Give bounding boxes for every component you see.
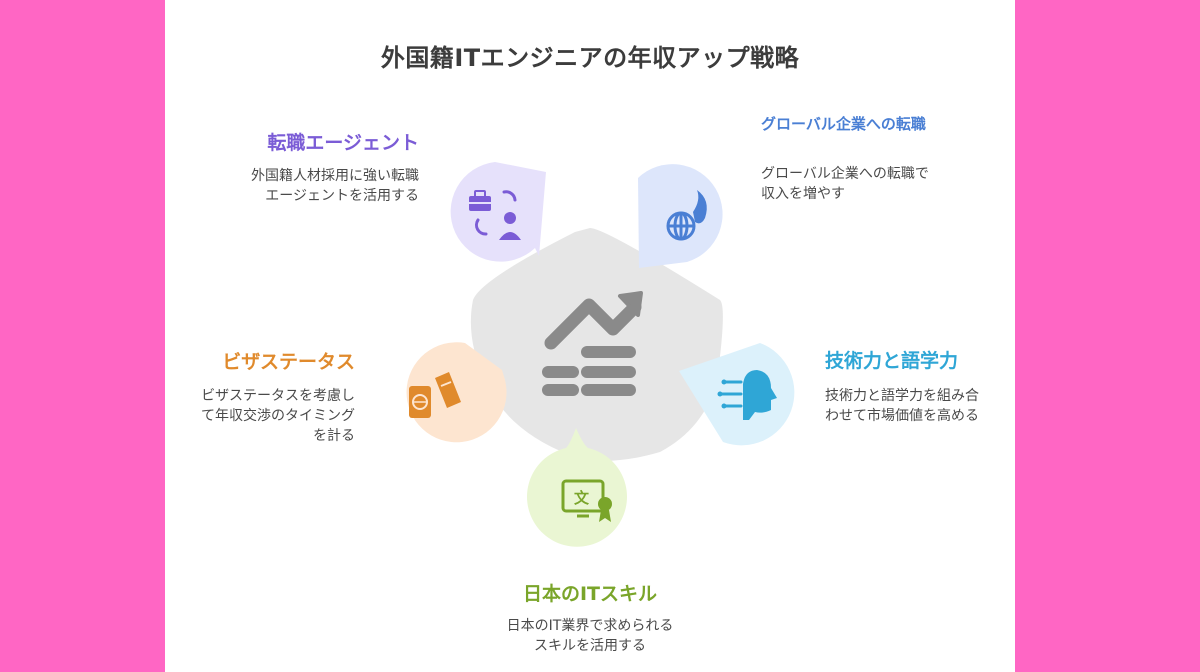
global-description: グローバル企業への転職で収入を増やす	[761, 166, 929, 202]
skill-heading: 日本のITスキル	[522, 583, 658, 605]
diagram-graphic: 文	[406, 162, 795, 547]
skill-description: 日本のIT業界で求められるスキルを活用する	[506, 618, 674, 654]
center-pentagon	[470, 228, 723, 461]
tech-description: 技術力と語学力を組み合わせて市場価値を高める	[825, 388, 979, 424]
briefcase-agent-icon	[468, 190, 521, 240]
agent-description: 外国籍人材採用に強い転職エージェントを活用する	[251, 168, 419, 204]
visa-description: ビザステータスを考慮して年収交渉のタイミングを計る	[201, 388, 355, 444]
agent-heading: 転職エージェント	[267, 132, 419, 154]
ai-head-icon	[717, 370, 777, 420]
certificate-screen-icon: 文	[561, 479, 612, 522]
visa-heading: ビザステータス	[222, 351, 355, 373]
tech-heading: 技術力と語学力	[825, 350, 959, 372]
diagram-canvas: 外国籍ITエンジニアの年収アップ戦略	[165, 0, 1015, 672]
svg-text:文: 文	[574, 489, 590, 507]
diagram-title: 外国籍ITエンジニアの年収アップ戦略	[380, 44, 800, 72]
globe-fire-icon	[666, 190, 707, 241]
salary-growth-icon	[542, 291, 643, 396]
global-heading: グローバル企業への転職	[761, 115, 926, 133]
passport-ticket-icon	[409, 372, 461, 418]
agent-droplet	[450, 162, 546, 262]
